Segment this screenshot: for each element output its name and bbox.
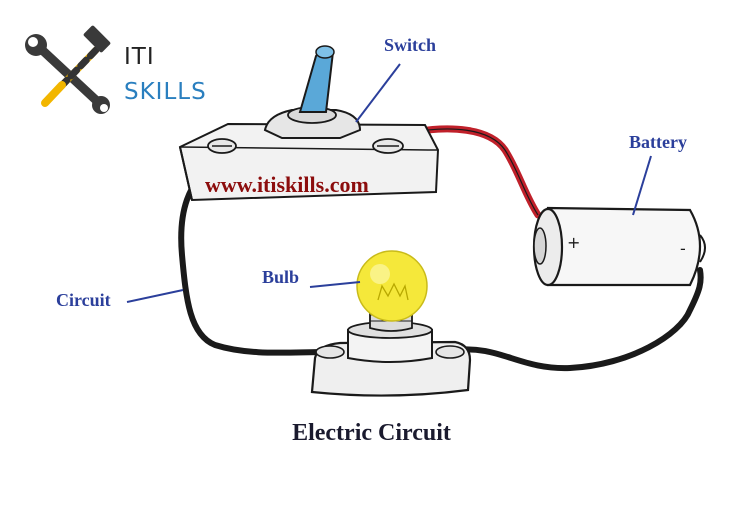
logo-text-iti: ITI (124, 44, 155, 70)
label-battery: Battery (629, 132, 687, 152)
hammer-icon (41, 25, 111, 107)
circuit-pointer (126, 289, 184, 303)
battery-device: + - (532, 206, 706, 287)
watermark-url: www.itiskills.com (205, 172, 369, 197)
label-bulb: Bulb (262, 267, 300, 287)
bulb-assembly (310, 250, 472, 397)
switch-device (178, 45, 440, 202)
battery-positive-sign: + (567, 233, 580, 252)
wire-switch-to-bulb (178, 169, 328, 356)
logo-text-skills: SKILLS (124, 79, 207, 105)
bulb-glass (356, 250, 428, 322)
diagram-caption: Electric Circuit (292, 420, 451, 446)
label-switch: Switch (384, 35, 437, 55)
switch-pointer (355, 63, 401, 123)
label-circuit: Circuit (56, 290, 111, 310)
bulb-pointer (309, 281, 361, 288)
wire-bulb-to-battery (452, 267, 704, 372)
battery-negative-sign: - (680, 239, 686, 258)
logo-icon (25, 25, 111, 114)
battery-pointer (632, 155, 652, 216)
